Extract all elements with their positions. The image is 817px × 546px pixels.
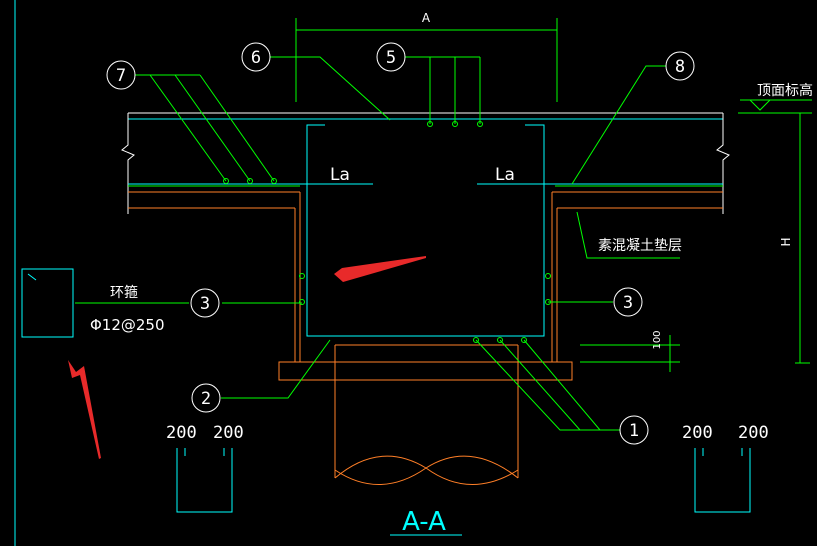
callout-3-right-label: 3 <box>623 293 633 313</box>
callout-3-right-circle <box>613 287 643 317</box>
callout-1-circle <box>619 415 649 445</box>
callout-8-label: 8 <box>675 57 685 77</box>
dim-200-4: 200 <box>738 423 769 443</box>
dim-200-3: 200 <box>682 423 713 443</box>
la-right-label: La <box>495 165 515 185</box>
callout-3-left-circle <box>190 288 220 318</box>
callout-7-circle <box>106 60 136 90</box>
pit-walls <box>128 191 723 485</box>
section-title: A-A <box>402 507 446 537</box>
callout-7-label: 7 <box>116 66 126 86</box>
la-left-label: La <box>330 165 350 185</box>
dim-200-1: 200 <box>166 423 197 443</box>
callout-5-circle <box>376 42 406 72</box>
rebar-cage <box>306 124 545 337</box>
callout-6-circle <box>241 42 271 72</box>
callout-5-label: 5 <box>386 48 396 68</box>
red-arrow-annotations <box>68 256 426 459</box>
callout-2-label: 2 <box>201 389 211 409</box>
red-arrow-right <box>334 256 426 282</box>
leader-lines <box>75 18 812 431</box>
top-elevation-label: 顶面标高 <box>757 82 813 99</box>
concrete-layer-label: 素混凝土垫层 <box>598 238 682 254</box>
hoop-detail <box>21 268 74 338</box>
slab <box>121 112 730 214</box>
dim-100-label: 100 <box>652 330 663 349</box>
dim-a-label: A <box>422 11 431 25</box>
bottom-details <box>176 448 751 513</box>
callout-2-circle <box>191 383 221 413</box>
callout-6-label: 6 <box>251 48 261 68</box>
rebar-dots <box>223 121 551 343</box>
hoop-label: 环箍 <box>110 284 138 301</box>
red-arrow-left <box>68 360 101 459</box>
dim-200-2: 200 <box>213 423 244 443</box>
callout-3-left-label: 3 <box>200 294 210 314</box>
callout-8-circle <box>665 51 695 81</box>
dim-h-label: H <box>779 237 793 246</box>
callout-1-label: 1 <box>629 421 639 441</box>
hoop-spec-label: Φ12@250 <box>90 316 165 334</box>
callout-circles <box>106 42 695 445</box>
